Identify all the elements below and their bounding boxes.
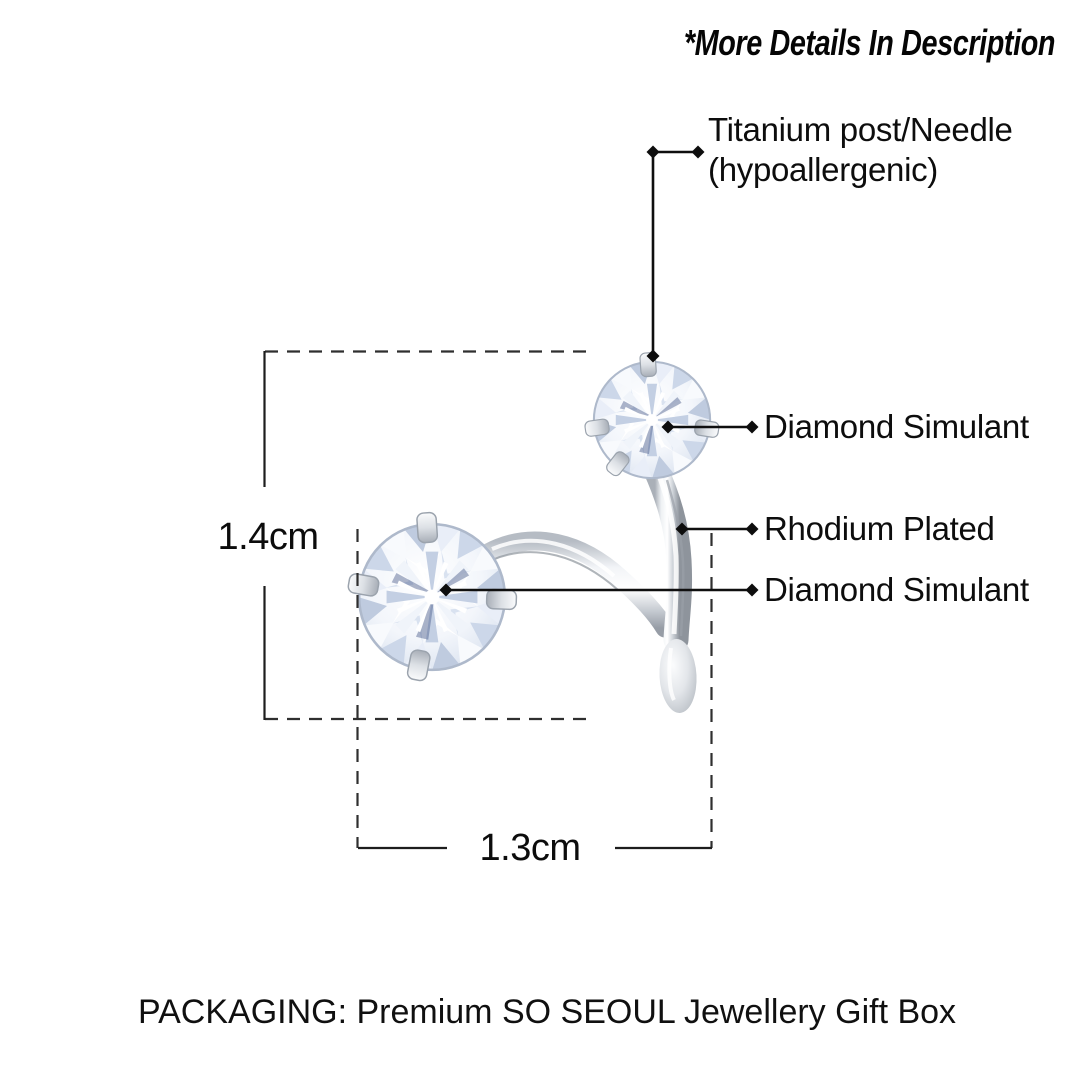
label-titanium-post: Titanium post/Needle (hypoallergenic) — [708, 110, 1013, 190]
label-titanium-post-line1: Titanium post/Needle — [708, 111, 1013, 148]
label-titanium-post-line2: (hypoallergenic) — [708, 151, 938, 188]
packaging-note: PACKAGING: Premium SO SEOUL Jewellery Gi… — [137, 993, 957, 1031]
label-diamond-simulant-bottom: Diamond Simulant — [764, 571, 1029, 608]
label-diamond-simulant-top: Diamond Simulant — [764, 408, 1029, 445]
dimension-lines — [263, 350, 713, 850]
earring — [347, 352, 720, 713]
diamond-marker — [646, 145, 660, 159]
diamond-marker — [745, 583, 759, 597]
height-dimension-label: 1.4cm — [217, 516, 319, 558]
wire-end-drop — [659, 639, 697, 713]
width-dimension-label: 1.3cm — [479, 827, 581, 869]
gem-top — [584, 352, 720, 480]
diamond-marker — [691, 145, 705, 159]
callout-lines — [446, 150, 753, 592]
label-rhodium-plated: Rhodium Plated — [764, 510, 995, 547]
more-details-note: *More Details In Description — [683, 22, 1056, 63]
diamond-marker — [745, 522, 759, 536]
diamond-marker — [745, 420, 759, 434]
callout-titanium-post — [651, 150, 698, 356]
gem-bottom — [347, 511, 518, 682]
